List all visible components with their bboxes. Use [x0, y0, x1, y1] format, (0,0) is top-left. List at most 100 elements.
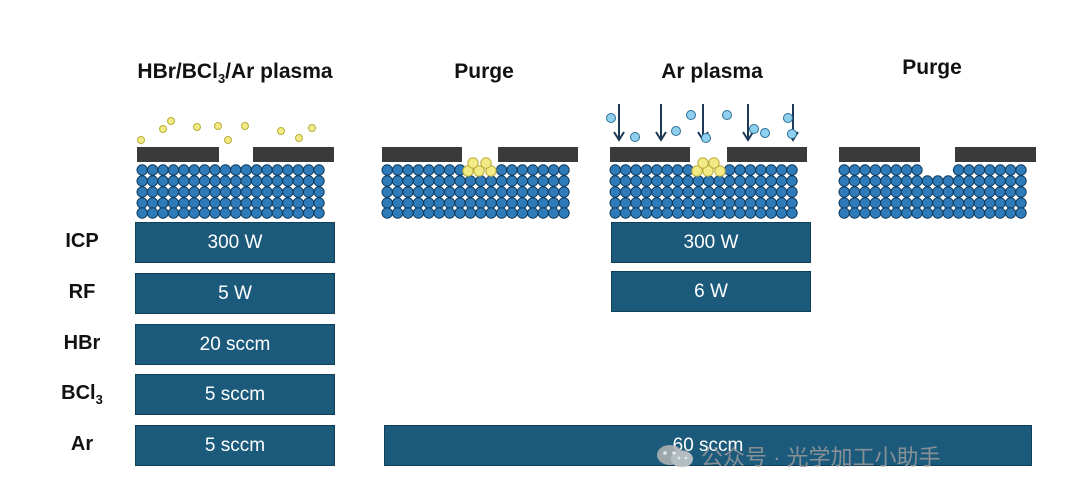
substrate-atom [188, 175, 200, 187]
step-title-etch-sub: 3 [217, 71, 226, 87]
substrate-atom [890, 164, 902, 176]
substrate-atom [609, 164, 621, 176]
substrate-atom [475, 207, 487, 219]
substrate-atom [880, 197, 892, 209]
substrate-atom [734, 164, 746, 176]
substrate-atom [619, 175, 632, 187]
bar-ar-purge-plasma-purge: 60 sccm [384, 425, 1032, 466]
substrate-atom [619, 197, 632, 209]
substrate-atom [880, 175, 892, 187]
substrate-atom [775, 197, 788, 209]
byproduct-particle [159, 125, 167, 133]
substrate-atom [640, 186, 653, 198]
substrate-atom [198, 197, 211, 209]
substrate-atom [848, 164, 861, 176]
mask-layer [610, 147, 690, 162]
substrate-atom [973, 207, 986, 219]
process-schematic [136, 104, 1036, 219]
row-label-ar: Ar [70, 433, 94, 455]
substrate-atom [423, 186, 435, 198]
substrate-atom [911, 197, 923, 209]
ion-arrow-head [742, 131, 754, 142]
substrate-atom [313, 164, 325, 176]
substrate-atom [911, 175, 923, 187]
substrate-atom [412, 197, 425, 209]
substrate-atom [250, 197, 263, 209]
substrate-atom [230, 197, 242, 209]
ar-ion [783, 113, 793, 123]
substrate-atom [412, 164, 425, 176]
byproduct-particle [214, 122, 222, 130]
substrate-atom [755, 207, 767, 219]
substrate-atom [786, 175, 798, 187]
substrate-atom [146, 186, 159, 198]
substrate-atom [302, 186, 315, 198]
substrate-atom [167, 175, 180, 187]
substrate-atom [848, 197, 861, 209]
substrate-atom [292, 197, 304, 209]
substrate-atom [485, 207, 497, 219]
substrate-atom [1004, 175, 1017, 187]
substrate-atom [1015, 186, 1027, 198]
substrate-atom [495, 186, 508, 198]
substrate-atom [932, 175, 944, 187]
substrate-atom [302, 175, 315, 187]
substrate-atom [900, 186, 913, 198]
substrate-atom [713, 197, 725, 209]
substrate-atom [209, 186, 221, 198]
substrate-atom [609, 197, 621, 209]
substrate-atom [744, 197, 757, 209]
bar-bcl3-etch: 5 sccm [135, 374, 335, 415]
substrate-atom [651, 164, 663, 176]
substrate-atom [671, 164, 684, 176]
substrate-atom [651, 175, 663, 187]
substrate-atom [485, 186, 497, 198]
substrate-atom [963, 197, 975, 209]
byproduct-particle [308, 124, 316, 132]
substrate-atom [230, 164, 242, 176]
substrate-atom [261, 186, 273, 198]
substrate-atom [250, 164, 263, 176]
substrate-atom [433, 175, 445, 187]
substrate-atom [402, 186, 414, 198]
substrate-atom [692, 207, 705, 219]
substrate-atom [630, 197, 642, 209]
substrate-atom [786, 197, 798, 209]
substrate-atom [313, 197, 325, 209]
substrate-atom [495, 197, 508, 209]
substrate-atom [485, 175, 497, 187]
mask-layer [955, 147, 1036, 162]
substrate-atom [786, 207, 798, 219]
substrate-atom [506, 186, 518, 198]
row-label-bcl3: BCl3 [42, 382, 122, 407]
substrate-atom [198, 164, 211, 176]
substrate-atom [609, 186, 621, 198]
substrate-atom [178, 175, 190, 187]
substrate-atom [921, 175, 934, 187]
substrate-atom [240, 207, 252, 219]
substrate-atom [963, 175, 975, 187]
bar-icp-etch: 300 W [135, 222, 335, 263]
substrate-atom [984, 164, 996, 176]
byproduct-particle [167, 117, 175, 125]
substrate-atom [209, 197, 221, 209]
substrate-atom [167, 207, 180, 219]
substrate-atom [1004, 207, 1017, 219]
substrate-atom [973, 197, 986, 209]
substrate-atom [640, 175, 653, 187]
substrate-atom [765, 175, 777, 187]
substrate-atom [952, 186, 965, 198]
substrate-atom [869, 164, 882, 176]
substrate-atom [381, 175, 393, 187]
substrate-atom [890, 186, 902, 198]
substrate-atom [609, 175, 621, 187]
ar-ion [760, 128, 770, 138]
substrate-atom [890, 207, 902, 219]
substrate-atom [188, 197, 200, 209]
substrate-atom [209, 207, 221, 219]
substrate-atom [412, 207, 425, 219]
substrate-atom [188, 164, 200, 176]
substrate-atom [703, 197, 715, 209]
byproduct-particle [462, 165, 474, 177]
byproduct-particle [193, 123, 201, 131]
